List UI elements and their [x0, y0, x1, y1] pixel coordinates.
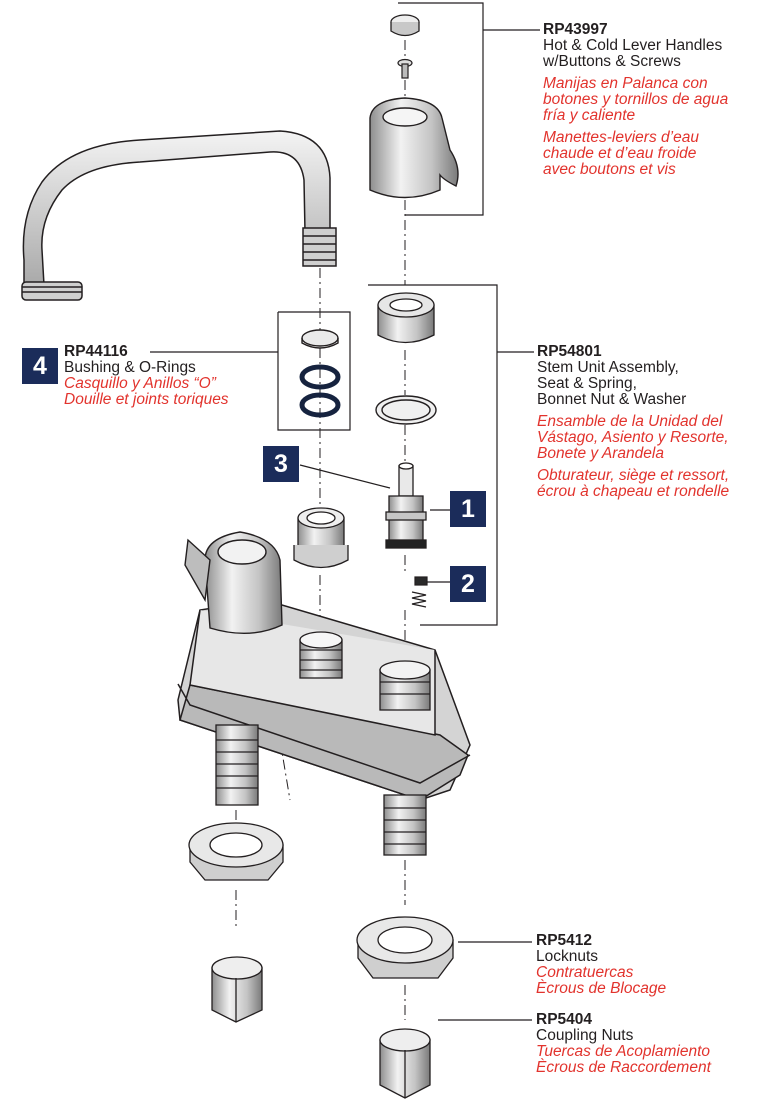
seat-and-spring	[411, 576, 428, 608]
handle-button	[390, 14, 420, 37]
callout-badge-3: 3	[263, 446, 299, 482]
callout-badge-1: 1	[450, 491, 486, 527]
part-number: RP44116	[64, 343, 128, 360]
o-ring-upper	[299, 364, 341, 390]
description-en: Locknuts	[536, 948, 599, 965]
shank-left	[215, 724, 259, 806]
handle-screw	[397, 58, 413, 79]
description-fr: Obturateur, siège et ressort, écrou à ch…	[537, 467, 730, 500]
description-en: Stem Unit Assembly, Seat & Spring, Bonne…	[537, 359, 687, 408]
o-ring-lower	[299, 392, 341, 418]
handles-bracket	[398, 2, 540, 216]
description-es: Contratuercas	[536, 964, 634, 981]
valve-riser-right	[379, 660, 431, 711]
bonnet-nut	[377, 292, 435, 344]
lever-handle-mounted	[184, 531, 283, 635]
label-stem-assembly: RP54801 Stem Unit Assembly, Seat & Sprin…	[537, 344, 782, 500]
part-number: RP54801	[537, 343, 602, 360]
leader-lines	[150, 2, 540, 1021]
label-bushing: RP44116 Bushing & O-Rings Casquillo y An…	[64, 344, 274, 408]
locknut-left	[188, 822, 284, 881]
label-locknuts: RP5412 Locknuts Contratuercas Ècrous de …	[536, 933, 736, 997]
coupling-bushing	[293, 507, 349, 569]
bonnet-washer	[375, 395, 437, 425]
bushing-split-ring	[301, 329, 339, 349]
locknut-right	[356, 916, 454, 979]
label-coupling-nuts: RP5404 Coupling Nuts Tuercas de Acoplami…	[536, 1012, 776, 1076]
coupling-nut-right	[379, 1028, 431, 1099]
description-fr: Douille et joints toriques	[64, 391, 229, 408]
spout	[21, 130, 337, 301]
label-handles: RP43997 Hot & Cold Lever Handles w/Butto…	[543, 22, 778, 178]
part-number: RP5404	[536, 1011, 593, 1028]
lever-handle-top	[369, 97, 459, 199]
callout-badge-2: 2	[450, 566, 486, 602]
callout3-leader	[299, 464, 391, 489]
stem-cartridge	[385, 462, 427, 549]
part-number: RP43997	[543, 21, 608, 38]
description-es: Ensamble de la Unidad del Vástago, Asien…	[537, 413, 729, 462]
callout-badge-4: 4	[22, 348, 58, 384]
description-en: Bushing & O-Rings	[64, 359, 196, 376]
coupling-nut-left	[211, 956, 263, 1023]
threaded-inlet-center	[299, 631, 343, 679]
description-en: Coupling Nuts	[536, 1027, 634, 1044]
description-es: Manijas en Palanca con botones y tornill…	[543, 75, 729, 124]
part-number: RP5412	[536, 932, 593, 949]
description-es: Tuercas de Acoplamiento	[536, 1043, 711, 1060]
bushing-bracket	[150, 311, 351, 431]
shank-right	[383, 794, 427, 856]
description-es: Casquillo y Anillos “O”	[64, 375, 216, 392]
description-fr: Ècrous de Blocage	[536, 980, 667, 997]
description-en: Hot & Cold Lever Handles w/Buttons & Scr…	[543, 37, 723, 70]
description-fr: Manettes-leviers d’eau chaude et d’eau f…	[543, 129, 699, 178]
stem-bracket	[368, 284, 534, 626]
description-fr: Ècrous de Raccordement	[536, 1059, 711, 1076]
